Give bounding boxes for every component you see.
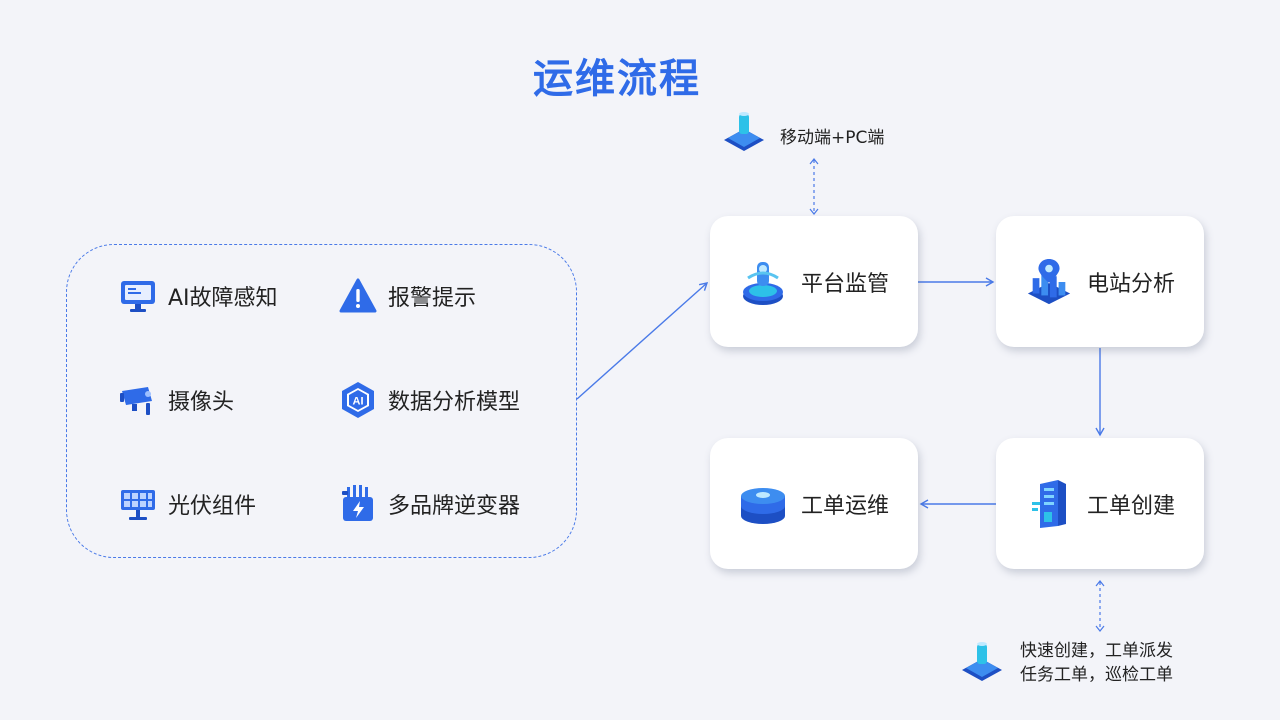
- cube-icon-top: [722, 108, 766, 154]
- node-station-analysis: 电站分析: [996, 216, 1204, 347]
- note-bottom-line1: 快速创建，工单派发: [1020, 641, 1173, 661]
- solar-panel-icon: [118, 484, 158, 524]
- building-icon: [1025, 479, 1073, 528]
- node-label: 工单运维: [800, 493, 889, 519]
- source-label: 光伏组件: [168, 494, 257, 519]
- sources-group: [66, 244, 577, 558]
- node-ticket-create: 工单创建: [996, 438, 1204, 569]
- arrow-sources-to-monitor: [576, 282, 709, 400]
- source-label: 摄像头: [168, 390, 235, 415]
- node-label: 电站分析: [1086, 271, 1175, 297]
- platform-icon: [739, 258, 787, 306]
- inverter-icon: [338, 484, 378, 524]
- source-ai-fault: AI故障感知: [118, 276, 278, 316]
- node-label: 工单创建: [1086, 493, 1175, 519]
- cube-icon-bottom: [960, 638, 1004, 684]
- source-label: 数据分析模型: [388, 390, 521, 415]
- ai-badge-text: AI: [353, 396, 364, 408]
- source-label: 多品牌逆变器: [388, 494, 521, 519]
- ai-badge-icon: AI: [338, 380, 378, 420]
- source-alarm: 报警提示: [338, 276, 476, 316]
- node-platform-monitor: 平台监管: [710, 216, 918, 347]
- camera-icon: [118, 380, 158, 420]
- source-label: 报警提示: [388, 286, 477, 311]
- page-title: 运维流程: [533, 56, 701, 102]
- database-icon: [739, 480, 787, 528]
- note-bottom: 快速创建，工单派发 任务工单，巡检工单: [1020, 639, 1173, 687]
- note-top: 移动端+PC端: [780, 128, 885, 148]
- source-inverter: 多品牌逆变器: [338, 484, 520, 524]
- source-label: AI故障感知: [168, 286, 278, 311]
- note-bottom-line2: 任务工单，巡检工单: [1020, 665, 1173, 685]
- monitor-icon: [118, 276, 158, 316]
- city-pin-icon: [1025, 258, 1073, 306]
- source-pv-module: 光伏组件: [118, 484, 256, 524]
- warning-icon: [338, 276, 378, 316]
- source-camera: 摄像头: [118, 380, 234, 420]
- node-label: 平台监管: [800, 271, 889, 297]
- node-ticket-ops: 工单运维: [710, 438, 918, 569]
- source-data-model: AI 数据分析模型: [338, 380, 520, 420]
